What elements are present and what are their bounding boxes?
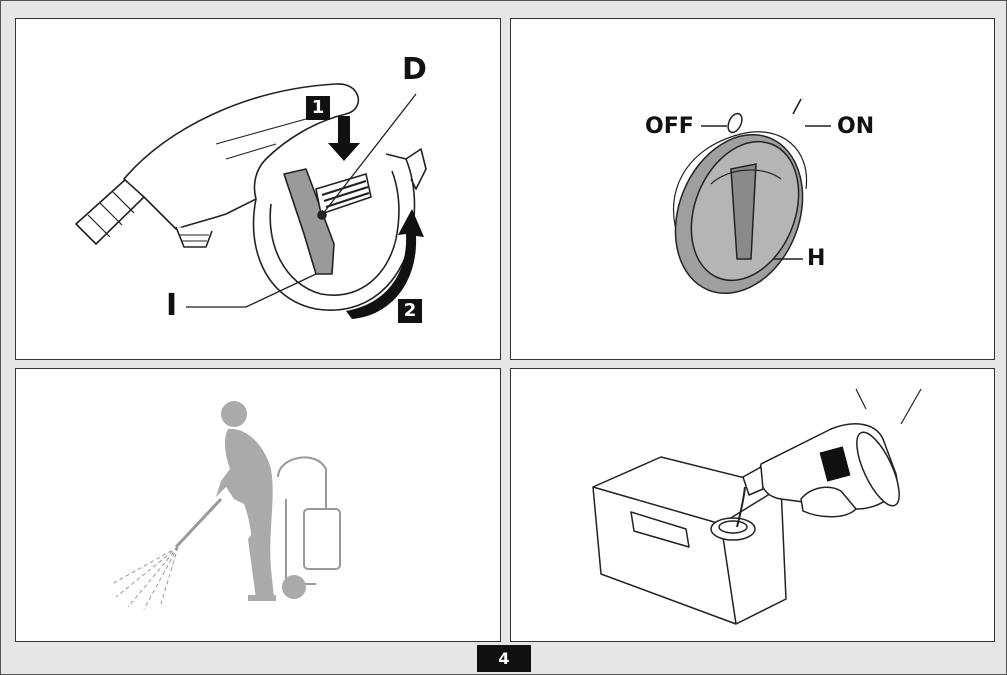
switch-knob-illustration xyxy=(672,98,831,295)
page-number: 4 xyxy=(477,645,531,672)
label-on: ON xyxy=(837,114,875,139)
step-1-badge: 1 xyxy=(306,96,330,120)
arrow-down-icon xyxy=(328,116,360,161)
operator-illustration xyxy=(111,401,341,610)
spray-icon xyxy=(111,546,179,610)
spray-gun-illustration xyxy=(75,83,427,319)
label-off: OFF xyxy=(645,114,694,139)
label-h: H xyxy=(807,246,826,271)
figure-operator-spraying xyxy=(15,368,501,642)
person-icon xyxy=(216,401,276,601)
arrow-curved-icon xyxy=(346,209,424,319)
figure-spray-gun-trigger-lock: D I 1 2 xyxy=(15,18,501,360)
figure-pouring-detergent xyxy=(510,368,995,642)
label-d: D xyxy=(402,52,427,87)
step-2-badge: 2 xyxy=(398,299,422,323)
detergent-tank-illustration xyxy=(592,388,922,625)
figure-on-off-switch: OFF ON H xyxy=(510,18,995,360)
label-i: I xyxy=(166,288,178,323)
